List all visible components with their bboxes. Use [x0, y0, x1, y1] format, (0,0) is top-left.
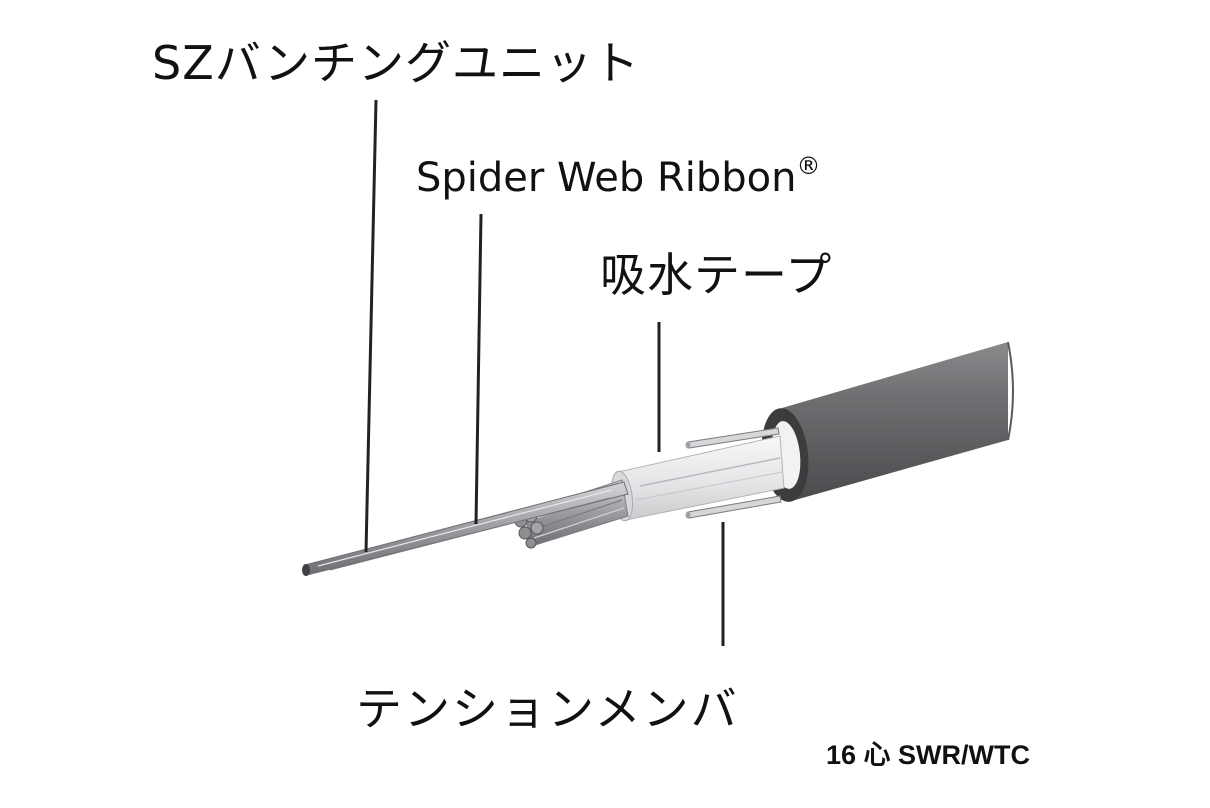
label-tension-member: テンションメンバ [356, 682, 739, 736]
tension-member-rods [685, 427, 782, 519]
water-absorbing-tape [611, 435, 785, 522]
registered-trademark-mark: ® [796, 152, 821, 180]
leader-line-sz-unit [364, 99, 378, 553]
extended-fiber-strand [302, 481, 629, 576]
leader-line-spider-web-ribbon [474, 213, 483, 525]
label-model-name: 16 心 SWR/WTC [826, 740, 1031, 770]
leader-lines [364, 99, 725, 646]
cable-jacket [761, 341, 1014, 502]
label-spider-web-ribbon: Spider Web Ribbon® [416, 154, 821, 201]
label-spider-web-ribbon-text: Spider Web Ribbon [416, 155, 797, 201]
label-sz-bunching-unit: SZバンチングユニット [152, 36, 641, 90]
label-water-absorbing-tape: 吸水テープ [600, 248, 833, 302]
